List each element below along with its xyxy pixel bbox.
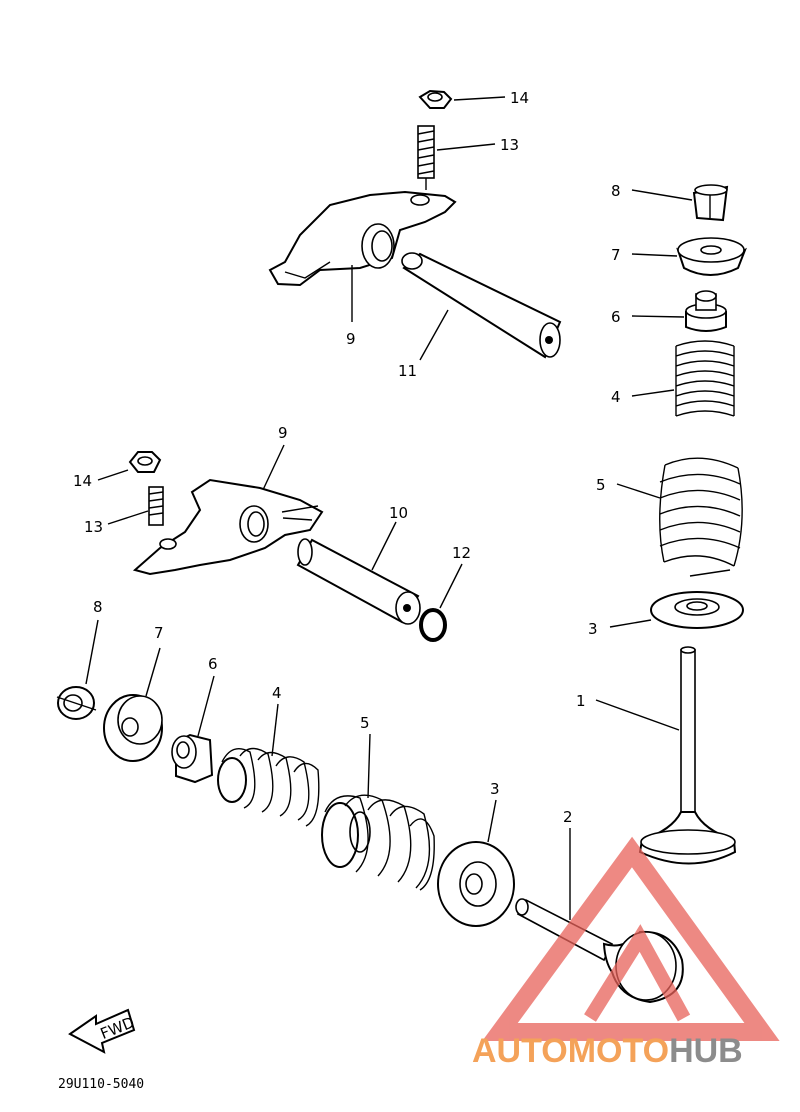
lower-adjusting-screw-13 [148, 486, 164, 526]
lower-valve-cotter-8 [56, 686, 97, 720]
fwd-label: FWD [98, 1013, 137, 1043]
watermark-text: AUTOMOTOHUB [472, 1032, 743, 1070]
lower-spring-retainer-7 [103, 694, 163, 762]
label-1: 1 [576, 692, 586, 710]
label-14-lower: 14 [73, 472, 92, 490]
lower-rocker-arm-9 [132, 478, 324, 576]
lower-valve-seal-6 [171, 733, 214, 784]
label-8-lower: 8 [93, 598, 103, 616]
label-2: 2 [563, 808, 573, 826]
label-7-lower: 7 [154, 624, 164, 642]
exhaust-valve-1 [638, 646, 737, 865]
label-3-right: 3 [588, 620, 598, 638]
watermark-logo-icon [482, 836, 780, 1041]
lower-outer-spring-5 [321, 794, 435, 891]
upper-locknut-14 [418, 89, 453, 109]
label-6-right: 6 [611, 308, 621, 326]
lower-inner-spring-4 [217, 747, 320, 827]
lower-spring-seat-3 [437, 841, 515, 927]
label-6-lower: 6 [208, 655, 218, 673]
right-valve-seal-6 [685, 290, 727, 332]
watermark-part1: AUTOMOTO [472, 1032, 669, 1070]
right-spring-seat-3 [650, 591, 744, 629]
label-11: 11 [398, 362, 417, 380]
label-4-lower: 4 [272, 684, 282, 702]
upper-adjusting-screw-13 [417, 125, 435, 190]
label-7-right: 7 [611, 246, 621, 264]
label-14-upper: 14 [510, 89, 529, 107]
upper-rocker-arm-9 [268, 190, 457, 287]
label-13-upper: 13 [500, 136, 519, 154]
right-outer-spring-5 [659, 457, 743, 577]
watermark-part2: HUB [669, 1032, 743, 1070]
lower-rocker-shaft-10 [296, 538, 421, 625]
right-inner-spring-4 [675, 340, 735, 422]
right-spring-retainer-7 [676, 237, 747, 276]
label-10: 10 [389, 504, 408, 522]
label-9-lower: 9 [278, 424, 288, 442]
upper-rocker-shaft-11 [401, 252, 562, 359]
fwd-arrow-icon: FWD [68, 1008, 137, 1054]
label-5-right: 5 [596, 476, 606, 494]
right-valve-cotter-8 [692, 184, 729, 222]
label-5-lower: 5 [360, 714, 370, 732]
o-ring-12 [419, 608, 447, 642]
label-13-lower: 13 [84, 518, 103, 536]
diagram-code: 29U110-5040 [58, 1077, 144, 1092]
label-8-right: 8 [611, 182, 621, 200]
label-3-lower: 3 [490, 780, 500, 798]
label-4-right: 4 [611, 388, 621, 406]
lower-locknut-14 [128, 451, 162, 473]
label-9-upper: 9 [346, 330, 356, 348]
label-12: 12 [452, 544, 471, 562]
